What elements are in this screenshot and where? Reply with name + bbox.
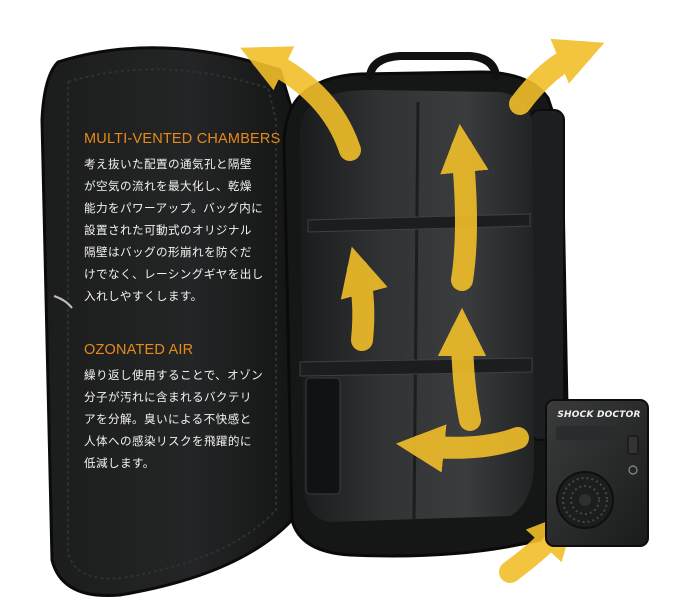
carry-handle [366,52,500,80]
body-line: 低減します。 [84,456,155,470]
section-heading: MULTI-VENTED CHAMBERS [84,131,281,147]
arrow-lower-left [395,424,529,473]
body-line: 設置された可動式のオリジナル [84,223,252,237]
arrow-lower-up [437,307,487,431]
door-panel [40,46,294,598]
body-line: 入れしやすくします。 [84,289,203,303]
body-line: 考え抜いた配置の通気孔と隔壁 [84,157,252,171]
device-brand-label: SHOCK DOCTOR [557,410,641,420]
body-line: 人体への感染リスクを飛躍的に [84,434,252,448]
door-zipper-pull [53,295,73,309]
section-multi-vented-chambers: MULTI-VENTED CHAMBERS 考え抜いた配置の通気孔と隔壁 が空気… [84,131,280,307]
ozone-generator-device [545,399,649,547]
body-line: アを分解。臭いによる不快感と [84,412,252,426]
arrow-exhaust-right [509,38,605,115]
body-line: 能力をパワーアップ。バッグ内に [84,201,264,215]
door-stitch [67,68,277,580]
side-strap [529,109,565,441]
side-pocket [305,377,341,495]
power-switch [627,435,639,455]
section-ozonated-air: OZONATED AIR 繰り返し使用することで、オゾン 分子が汚れに含まれるバ… [84,342,263,474]
arrow-upper-chamber [440,123,489,291]
body-line: 繰り返し使用することで、オゾン [84,368,264,382]
section-heading: OZONATED AIR [84,342,194,358]
power-icon [628,465,638,475]
body-line: 分子が汚れに含まれるバクテリ [84,390,252,404]
body-line: けでなく、レーシングギヤを出し [84,267,264,281]
body-line: が空気の流れを最大化し、乾燥 [84,179,252,193]
arrow-middle-chamber [340,246,388,351]
arrow-exhaust-left [240,46,361,161]
airflow-arrows [240,38,605,583]
body-line: 隔壁はバッグの形崩れを防ぐだ [84,245,252,259]
